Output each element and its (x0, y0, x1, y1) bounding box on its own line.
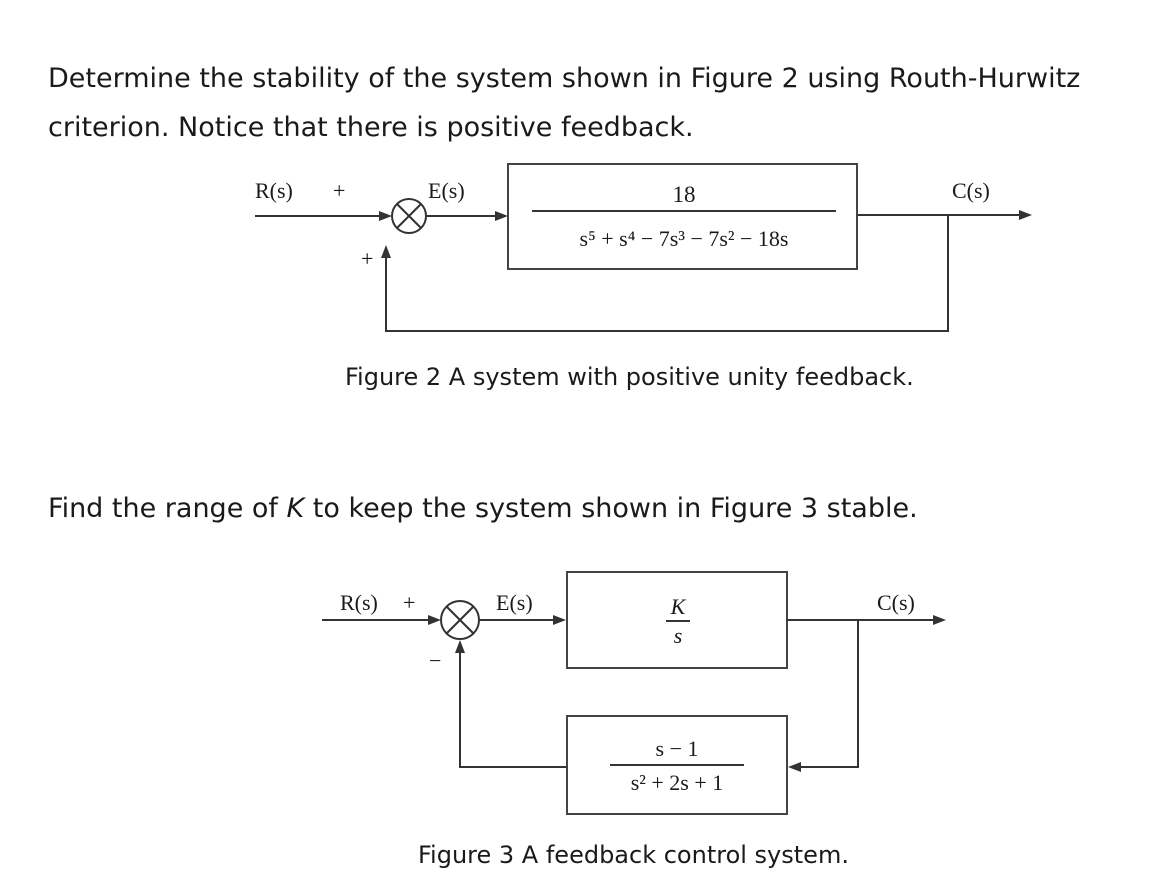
fig2-error-arrow (495, 211, 508, 221)
question-1-line-1: Determine the stability of the system sh… (48, 63, 1081, 94)
fig2-summing-junction (391, 198, 427, 234)
fig2-input-arrow (379, 211, 392, 221)
fig2-input-label: R(s) (255, 178, 293, 203)
question-2-suffix: to keep the system shown in Figure 3 sta… (304, 493, 918, 524)
fig2-output-label: C(s) (952, 178, 990, 203)
fig3-forward-denominator: s (674, 623, 683, 648)
fig3-feedback-denominator: s² + 2s + 1 (631, 770, 724, 795)
fig3-output-arrow (933, 615, 946, 625)
fig2-plus-bottom: + (361, 246, 373, 271)
fig2-feedback-path (385, 215, 949, 332)
fig3-plus: + (403, 590, 415, 615)
fig3-feedback-path-right (800, 620, 859, 768)
figure-2-caption: Figure 2 A system with positive unity fe… (345, 363, 914, 391)
fig2-output-arrow (1019, 210, 1032, 220)
fig2-feedback-arrow (381, 245, 391, 258)
figure-3-diagram: R(s) + − E(s) K s s − 1 s² + 2s + 1 C(s) (322, 571, 946, 815)
figure-3-caption: Figure 3 A feedback control system. (418, 841, 849, 869)
fig3-output-label: C(s) (877, 590, 915, 615)
fig2-plus-top: + (333, 178, 345, 203)
figure-2-diagram: R(s) + + E(s) 18 s⁵ + s⁴ − 7s³ − 7s² − 1… (255, 163, 1032, 332)
fig3-summing-junction (440, 600, 480, 640)
question-2-prefix: Find the range of (48, 493, 287, 524)
fig3-forward-numerator: K (670, 594, 687, 619)
fig2-tf-numerator: 18 (673, 182, 696, 207)
question-2: Find the range of K to keep the system s… (48, 484, 1148, 533)
fig3-error-label: E(s) (496, 590, 533, 615)
fig3-feedback-arrow-up (455, 640, 465, 653)
question-1-line-2: criterion. Notice that there is positive… (48, 112, 694, 143)
fig2-forward-block (507, 163, 858, 270)
fig3-input-label: R(s) (340, 590, 378, 615)
fig3-feedback-arrow-in (788, 762, 801, 772)
fig3-input-arrow (428, 615, 441, 625)
fig2-error-label: E(s) (428, 178, 465, 203)
fig3-minus: − (429, 648, 441, 673)
fig3-error-arrow (553, 615, 566, 625)
fig3-feedback-numerator: s − 1 (656, 736, 699, 761)
fig2-tf-denominator: s⁵ + s⁴ − 7s³ − 7s² − 18s (580, 226, 789, 251)
fig3-feedback-path-left (459, 651, 567, 768)
question-2-variable: K (286, 493, 305, 524)
question-1: Determine the stability of the system sh… (48, 54, 1148, 152)
